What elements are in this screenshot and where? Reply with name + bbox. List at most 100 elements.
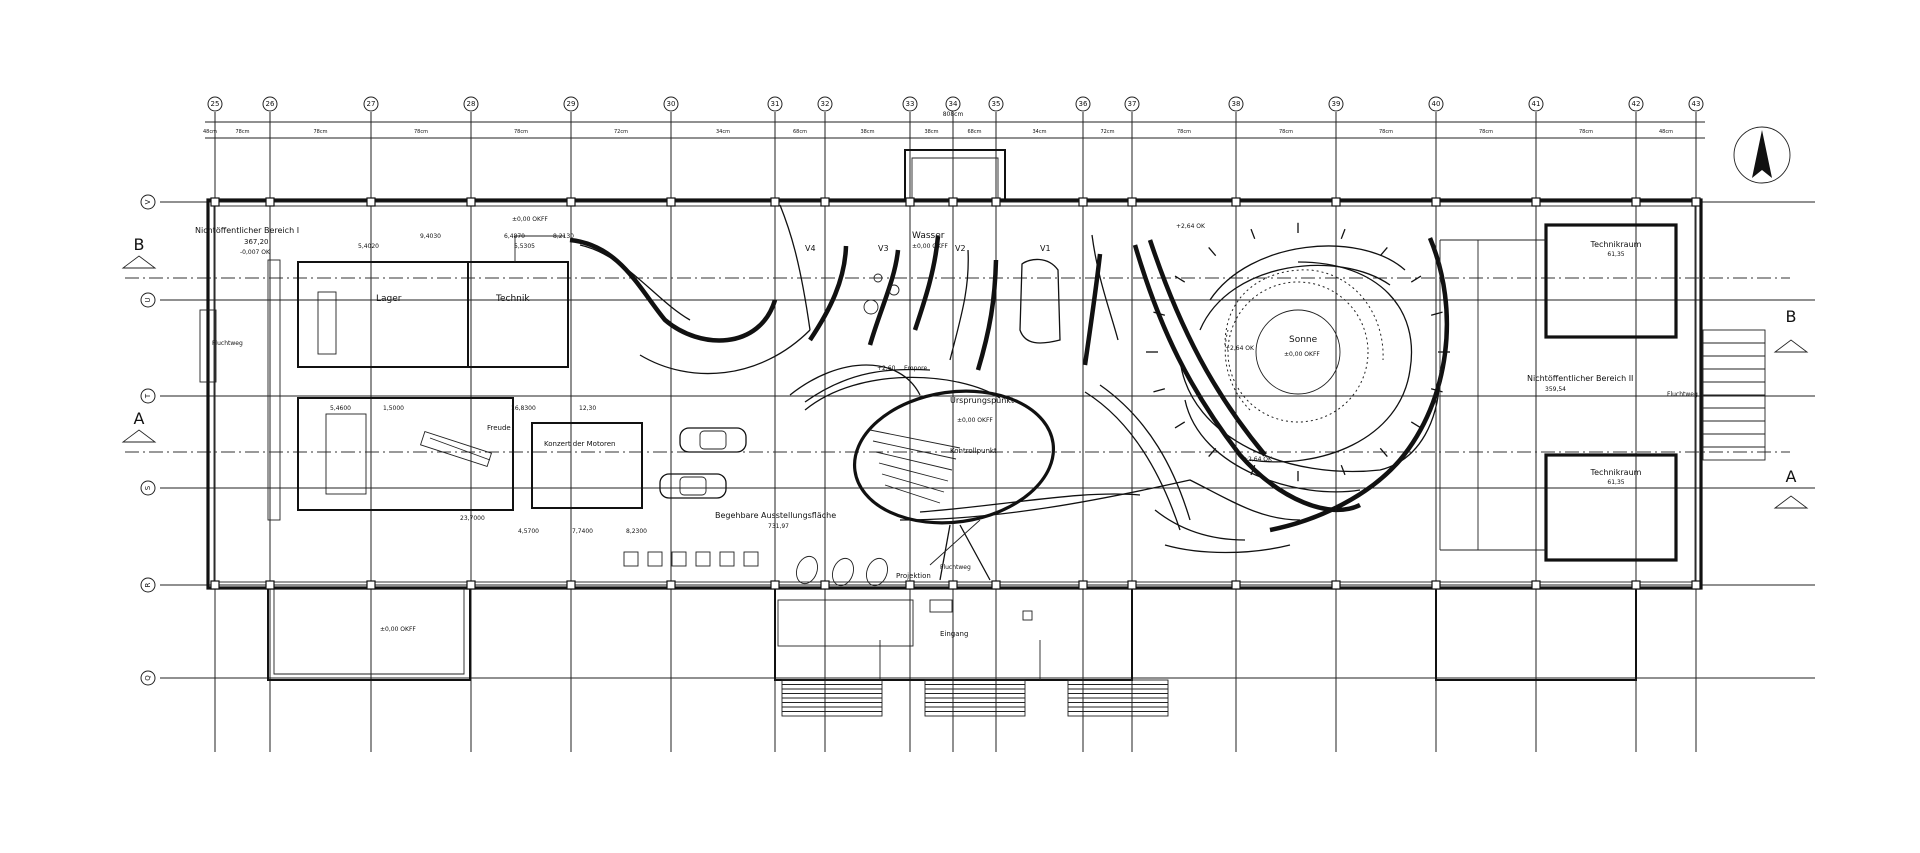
structural-column bbox=[991, 580, 1001, 590]
room-area-nonpublic-2: 359,54 bbox=[1545, 386, 1566, 393]
dimension-label: 78cm bbox=[1279, 129, 1293, 135]
structural-column bbox=[466, 197, 476, 207]
grid-row-bubble: R bbox=[140, 577, 156, 593]
dimension-label: 78cm bbox=[1379, 129, 1393, 135]
dimension-label: 78cm bbox=[414, 129, 428, 135]
section-marker-right-b: B bbox=[1786, 307, 1797, 326]
sonne-spiral bbox=[1091, 222, 1450, 554]
structural-column bbox=[1531, 197, 1541, 207]
wall-label-v2: V2 bbox=[955, 244, 966, 253]
entrance-block bbox=[623, 551, 1041, 680]
room-label-fluchtweg-left: Fluchtweg bbox=[212, 340, 243, 347]
structural-column bbox=[905, 580, 915, 590]
dimension-label: 34cm bbox=[716, 129, 730, 135]
grid-row-bubble: T bbox=[140, 388, 156, 404]
dimension-label: 78cm bbox=[236, 129, 250, 135]
grid-column-bubble: 26 bbox=[262, 96, 278, 112]
exhibit-box bbox=[743, 551, 759, 567]
structural-column bbox=[566, 580, 576, 590]
oval-stage bbox=[789, 364, 1301, 581]
structural-column bbox=[1127, 580, 1137, 590]
level-label-annex: ±0,00 OKFF bbox=[380, 626, 416, 633]
grid-column-bubble: 37 bbox=[1124, 96, 1140, 112]
section-marker-right-a: A bbox=[1786, 467, 1797, 486]
room-labels: Nichtöffentlicher Bereich I 367,20 -0,00… bbox=[195, 216, 1698, 638]
grid-row-label: V bbox=[144, 199, 152, 204]
room-label-lager: Lager bbox=[376, 294, 402, 304]
section-markers: B A B A bbox=[121, 235, 1809, 509]
structural-column bbox=[770, 580, 780, 590]
room-label-wasser: Wasser bbox=[912, 231, 945, 241]
car-exhibits bbox=[659, 427, 747, 499]
grid-column-bubble: 33 bbox=[902, 96, 918, 112]
grid-column-bubble: 27 bbox=[363, 96, 379, 112]
dimension-label: 48cm bbox=[1659, 129, 1673, 135]
room-label-ursprungspunkt: Ursprungspunkt bbox=[950, 396, 1014, 405]
room-label-ausstellung: Begehbare Ausstellungsfläche bbox=[715, 511, 836, 520]
dimension-label: 48cm bbox=[203, 129, 217, 135]
structural-column bbox=[1331, 197, 1341, 207]
grid-row-label: T bbox=[144, 393, 152, 399]
grid-column-label: 43 bbox=[1692, 100, 1701, 108]
room-label-eingang: Eingang bbox=[940, 630, 968, 638]
room-label-empore: Empore bbox=[904, 365, 927, 372]
measurement-labels: 9,4030 6,4870 5,4020 5,5305 8,2130 5,460… bbox=[330, 233, 647, 535]
measurement: 5,4020 bbox=[358, 243, 379, 250]
measurement: 16,8300 bbox=[511, 405, 536, 412]
grid-column-label: 27 bbox=[367, 100, 376, 108]
grid-row-label: R bbox=[144, 582, 152, 587]
level-label-stage: ±0,00 OKFF bbox=[957, 417, 993, 424]
room-label-fluchtweg-right: Fluchtweg bbox=[1667, 391, 1698, 398]
structural-column bbox=[210, 197, 220, 207]
room-label-nonpublic-2: Nichtöffentlicher Bereich II bbox=[1527, 374, 1633, 383]
grid-column-label: 25 bbox=[211, 100, 220, 108]
ramp bbox=[804, 368, 1191, 531]
structural-column bbox=[666, 197, 676, 207]
room-label-technik: Technik bbox=[495, 294, 530, 304]
dimension-label: 78cm bbox=[1479, 129, 1493, 135]
room-area-technikraum-top: 61,35 bbox=[1607, 251, 1624, 258]
structural-column bbox=[1231, 580, 1241, 590]
measurement: 23,7000 bbox=[460, 515, 485, 522]
level-label-minus: -0,007 OK bbox=[240, 249, 271, 256]
measurement: 8,2300 bbox=[626, 528, 647, 535]
wasser-curves bbox=[569, 204, 1103, 375]
exhibit-box bbox=[719, 551, 735, 567]
measurement: 4,5700 bbox=[518, 528, 539, 535]
structural-column bbox=[948, 197, 958, 207]
grid-column-bubble: 39 bbox=[1328, 96, 1344, 112]
structural-column bbox=[1331, 580, 1341, 590]
structural-column bbox=[1431, 197, 1441, 207]
wall-label-v1: V1 bbox=[1040, 244, 1051, 253]
grid-column-label: 28 bbox=[467, 100, 476, 108]
structural-column bbox=[466, 580, 476, 590]
dimension-label: 38cm bbox=[925, 129, 939, 135]
structural-column bbox=[1691, 580, 1701, 590]
level-label-sonne: ±0,00 OKFF bbox=[1284, 351, 1320, 358]
structural-column bbox=[1078, 197, 1088, 207]
left-service-rooms bbox=[267, 235, 643, 521]
measurement: 6,4870 bbox=[504, 233, 525, 240]
structural-columns bbox=[210, 197, 1701, 590]
grid-column-label: 34 bbox=[949, 100, 958, 108]
grid-column-bubble: 38 bbox=[1228, 96, 1244, 112]
grid-column-bubble: 25 bbox=[207, 96, 223, 112]
grid-column-bubble: 42 bbox=[1628, 96, 1644, 112]
grid-column-bubble: 43 bbox=[1688, 96, 1704, 112]
grid-row-bubble: Q bbox=[140, 670, 156, 686]
structural-column bbox=[1691, 197, 1701, 207]
structural-column bbox=[1078, 580, 1088, 590]
structural-column bbox=[265, 580, 275, 590]
grid-column-bubble: 34 bbox=[945, 96, 961, 112]
exhibit-box bbox=[623, 551, 639, 567]
right-technikraum bbox=[1439, 223, 1678, 562]
grid-column-label: 37 bbox=[1128, 100, 1137, 108]
measurement: 5,4600 bbox=[330, 405, 351, 412]
dimension-label: 78cm bbox=[1177, 129, 1191, 135]
grid-column-label: 29 bbox=[567, 100, 576, 108]
room-label-technikraum-bottom: Technikraum bbox=[1590, 468, 1642, 477]
overall-dimension: 808cm bbox=[943, 111, 964, 118]
grid-column-bubble: 32 bbox=[817, 96, 833, 112]
dimension-label: 72cm bbox=[614, 129, 628, 135]
